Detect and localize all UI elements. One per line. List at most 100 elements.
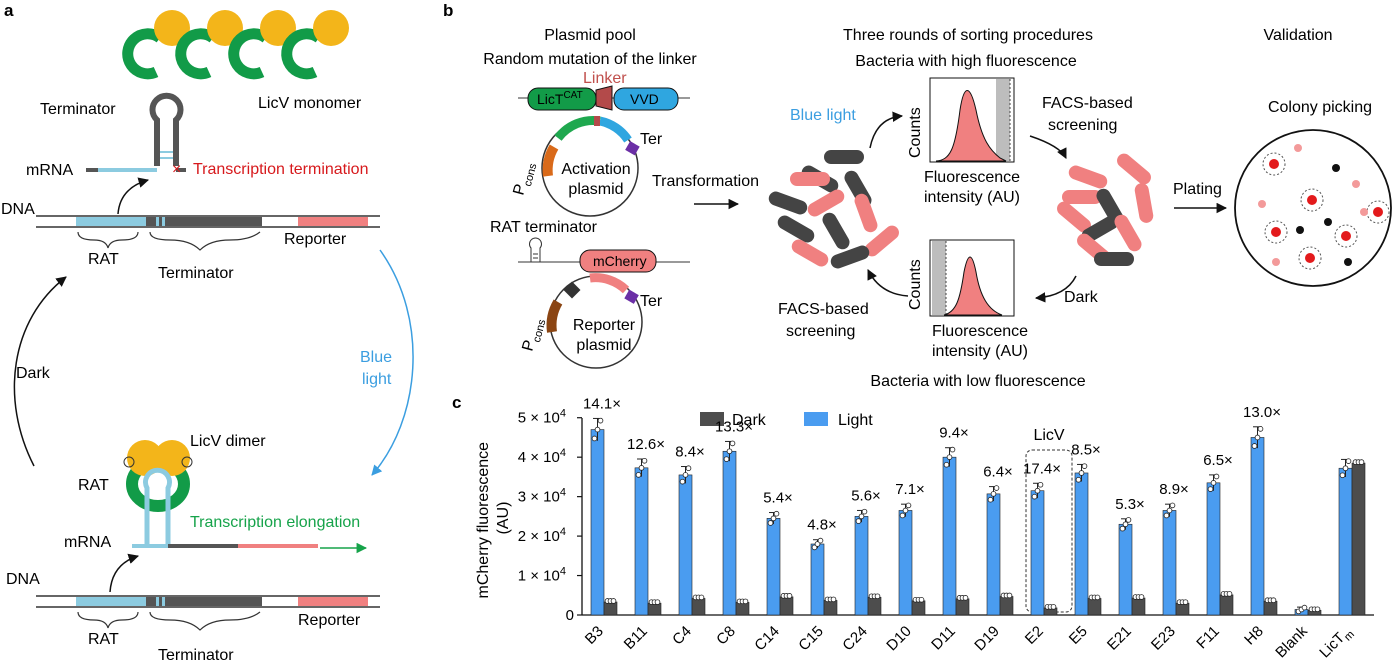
data-point	[723, 456, 730, 462]
y-axis-label: mCherry fluorescence (AU)	[475, 438, 512, 599]
data-point	[902, 507, 909, 514]
bar-dark	[1131, 597, 1146, 616]
validation-title: Validation	[1263, 27, 1332, 44]
data-point	[1169, 502, 1176, 509]
data-point	[855, 518, 862, 524]
bar-dark	[1219, 594, 1234, 616]
linker-label: Linker	[583, 70, 627, 87]
dna-bottom-label: DNA	[6, 571, 40, 588]
transcription-elongation-label: Transcription elongation	[190, 514, 360, 531]
facs-arrow-2	[867, 269, 909, 297]
random-mutation-title: Random mutation of the linker	[483, 51, 697, 68]
category-label: C15	[795, 623, 826, 654]
transcription-arrow-top	[117, 177, 150, 215]
data-point	[1166, 507, 1173, 514]
data-point	[1301, 604, 1308, 611]
bar-light	[1338, 467, 1353, 616]
bar-light	[1206, 482, 1221, 616]
data-point	[946, 454, 953, 460]
bar-light	[1250, 437, 1265, 616]
bar-light	[986, 493, 1001, 616]
data-point	[1163, 512, 1170, 519]
dark-arrow	[13, 276, 67, 467]
bar-light	[854, 516, 869, 616]
licv-monomer-icon	[281, 10, 349, 80]
y-tick-label: 3 × 104	[518, 487, 566, 506]
low-fluorescence-title: Bacteria with low fluorescence	[870, 373, 1085, 390]
termination-mark: ×	[172, 161, 181, 178]
data-point	[990, 491, 997, 497]
histogram-high	[929, 77, 1015, 163]
bar-light	[810, 543, 825, 616]
fold-change-label: 6.5×	[1203, 452, 1233, 469]
data-point	[1138, 594, 1145, 600]
licv-dimer-icon	[123, 440, 193, 544]
data-point	[1006, 592, 1013, 599]
mrna-label: mRNA	[26, 162, 73, 179]
licv-monomer-icon	[228, 10, 296, 80]
data-point	[993, 485, 1000, 491]
ter-label: Ter	[640, 131, 663, 148]
bacteria-cluster-left	[768, 150, 899, 269]
bar-dark	[823, 600, 838, 616]
bar-dark	[1351, 462, 1366, 616]
data-point	[1119, 525, 1126, 532]
fold-change-label: 13.3×	[715, 418, 753, 435]
data-point	[1213, 473, 1220, 480]
bar-dark	[603, 601, 618, 616]
transcription-termination-label: Transcription termination	[193, 161, 368, 178]
blue-light-arrow-b	[869, 111, 904, 149]
terminator-bracket-label: Terminator	[158, 265, 234, 282]
data-point	[767, 520, 774, 526]
bar-dark	[999, 596, 1014, 616]
three-rounds-title: Three rounds of sorting procedures	[843, 27, 1093, 44]
category-label: Blank	[1272, 622, 1311, 661]
plasmid2-label: plasmid	[576, 337, 631, 354]
panel-b: b Plasmid pool Random mutation of the li…	[443, 1, 1392, 390]
category-label: C4	[669, 623, 695, 649]
category-label: D10	[883, 623, 914, 654]
reporter-label: Reporter	[284, 231, 347, 248]
data-point	[905, 502, 912, 509]
data-point	[742, 598, 749, 605]
licv-box-label: LicV	[1033, 427, 1064, 444]
dna-top	[36, 215, 380, 228]
bar-light	[590, 429, 605, 616]
data-point	[654, 599, 661, 605]
data-point	[597, 417, 604, 424]
light-label: light	[362, 371, 392, 388]
panel-a: a LicV monomer Terminator	[1, 1, 414, 664]
fold-change-label: 7.1×	[895, 481, 925, 498]
dark-arrow-b	[1034, 275, 1077, 303]
data-point	[786, 593, 793, 599]
panel-c: c mCherry fluorescence (AU) Dark Light L…	[452, 393, 1374, 664]
counts-label: Counts	[907, 107, 924, 158]
counts2-label: Counts	[907, 259, 924, 310]
terminator-label: Terminator	[40, 101, 116, 118]
pcons-label: Pcons	[510, 159, 539, 198]
mcherry-label: mCherry	[593, 253, 647, 269]
category-label: D11	[928, 623, 959, 654]
category-label: C24	[839, 623, 870, 654]
bar-dark	[911, 600, 926, 616]
screening-1-label: screening	[1048, 117, 1117, 134]
fusion-construct	[518, 85, 690, 111]
terminator-bracket	[149, 231, 261, 251]
data-point	[830, 596, 837, 603]
fold-change-label: 4.8×	[807, 517, 837, 534]
category-label: LicTm	[1316, 623, 1357, 664]
data-point	[1075, 476, 1082, 483]
fold-change-label: 9.4×	[939, 425, 969, 442]
fold-change-label: 17.4×	[1023, 460, 1061, 477]
data-point	[1210, 480, 1217, 486]
category-label: F11	[1193, 623, 1223, 653]
category-label: B11	[621, 623, 651, 653]
rat-bottom-bracket	[77, 611, 139, 629]
rat-bracket	[77, 231, 139, 249]
data-point	[1182, 599, 1189, 605]
data-point	[943, 461, 950, 468]
fold-change-label: 5.4×	[763, 490, 793, 507]
fold-change-label: 5.3×	[1115, 496, 1145, 513]
legend-light-swatch	[804, 412, 828, 426]
data-point	[685, 465, 692, 472]
